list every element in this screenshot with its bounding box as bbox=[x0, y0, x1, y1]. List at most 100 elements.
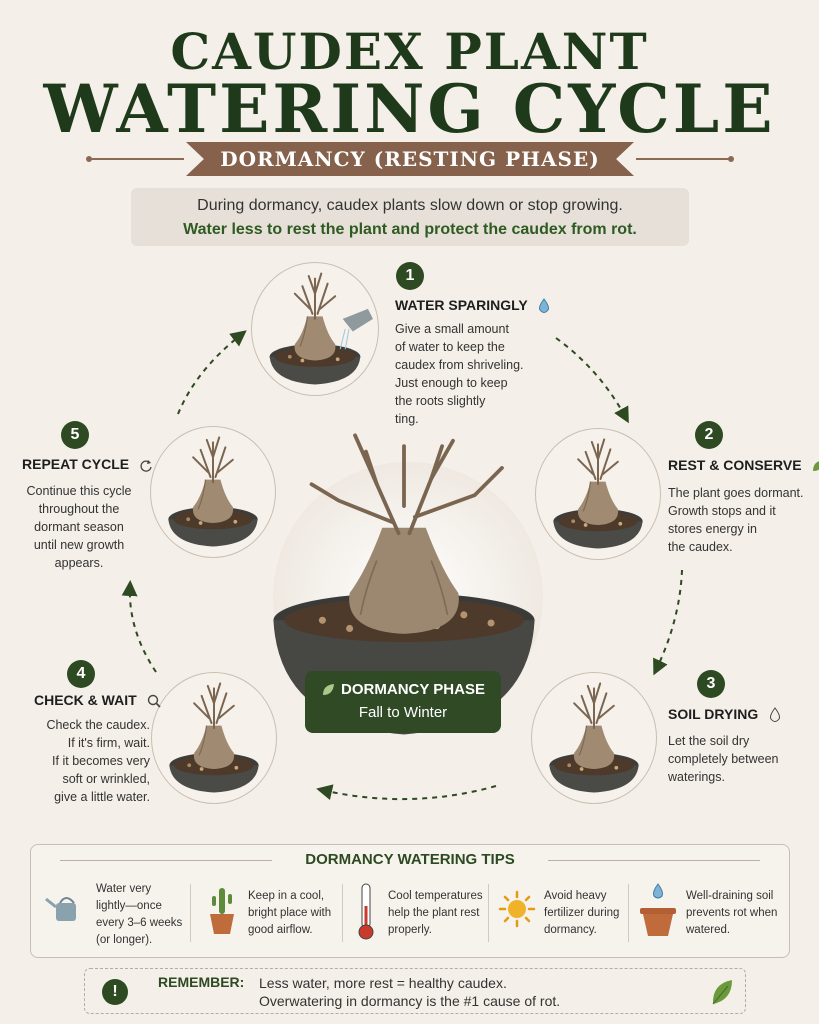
tip-divider bbox=[628, 884, 629, 942]
desc-line: Give a small amount bbox=[395, 322, 509, 336]
tips-title: DORMANCY WATERING TIPS bbox=[305, 851, 515, 868]
empty-drop-icon bbox=[770, 707, 781, 723]
step5-title: REPEAT CYCLE bbox=[22, 456, 153, 473]
step3-description: Let the soil dry completely between wate… bbox=[668, 732, 808, 786]
tips-rule-left bbox=[60, 860, 272, 861]
remember-line: Overwatering in dormancy is the #1 cause… bbox=[259, 993, 561, 1009]
desc-line: waterings. bbox=[668, 770, 725, 784]
magnifier-icon bbox=[147, 695, 161, 708]
step3-title-text: SOIL DRYING bbox=[668, 706, 759, 722]
cycle-icon bbox=[140, 460, 152, 473]
plant-image-step4 bbox=[151, 672, 277, 804]
step4-number: 4 bbox=[67, 660, 95, 688]
tip-divider bbox=[488, 884, 489, 942]
intro-text: During dormancy, caudex plants slow down… bbox=[197, 197, 623, 214]
tip-line: dormancy. bbox=[544, 924, 597, 936]
tip-line: every 3–6 weeks bbox=[96, 917, 183, 929]
tip-text-4: Avoid heavy fertilizer during dormancy. bbox=[544, 888, 628, 939]
leaf-icon bbox=[323, 684, 335, 696]
desc-line: caudex from shriveling. bbox=[395, 358, 524, 372]
cactus-pot-icon bbox=[210, 888, 234, 934]
subtitle-ribbon: DORMANCY (RESTING PHASE) bbox=[186, 142, 634, 176]
remember-box bbox=[84, 968, 746, 1014]
water-drop-icon bbox=[539, 298, 550, 314]
remember-text: Less water, more rest = healthy caudex. … bbox=[259, 974, 560, 1010]
page-title-line2: WATERING CYCLE bbox=[43, 70, 776, 148]
desc-line: give a little water. bbox=[54, 790, 150, 804]
tip-divider bbox=[342, 884, 343, 942]
desc-line: dormant season bbox=[34, 520, 124, 534]
sun-icon bbox=[498, 890, 536, 928]
thermometer-icon bbox=[358, 883, 374, 940]
step4-title: CHECK & WAIT bbox=[34, 692, 161, 708]
intro-highlight: Water less to rest the plant and protect… bbox=[183, 221, 637, 238]
step5-description: Continue this cycle throughout the dorma… bbox=[20, 482, 138, 572]
desc-line: Just enough to keep bbox=[395, 376, 508, 390]
desc-line: completely between bbox=[668, 752, 779, 766]
tip-line: bright place with bbox=[248, 907, 332, 919]
watering-can-icon bbox=[45, 897, 76, 921]
step4-description: Check the caudex. If it's firm, wait. If… bbox=[30, 716, 150, 806]
tip-text-5: Well-draining soil prevents rot when wat… bbox=[686, 888, 786, 939]
soil-pot-icon bbox=[640, 883, 676, 936]
tip-line: (or longer). bbox=[96, 934, 153, 946]
plant-image-step1 bbox=[251, 262, 379, 396]
leaf-icon bbox=[813, 461, 819, 472]
plant-image-step2 bbox=[535, 428, 661, 560]
phase-title: DORMANCY PHASE bbox=[305, 681, 501, 698]
phase-title-text: DORMANCY PHASE bbox=[341, 681, 485, 698]
step1-title-text: WATER SPARINGLY bbox=[395, 297, 528, 313]
tip-line: Water very bbox=[96, 883, 152, 895]
desc-line: throughout the bbox=[38, 502, 120, 516]
desc-line: stores energy in bbox=[668, 522, 757, 536]
exclamation-icon: ! bbox=[102, 979, 128, 1005]
divider-right bbox=[636, 158, 732, 160]
step1-description: Give a small amount of water to keep the… bbox=[395, 320, 545, 428]
tip-line: watered. bbox=[686, 924, 731, 936]
desc-line: appears. bbox=[54, 556, 104, 570]
desc-line: Growth stops and it bbox=[668, 504, 776, 518]
tip-text-2: Keep in a cool, bright place with good a… bbox=[248, 888, 348, 939]
tip-line: help the plant rest bbox=[388, 907, 480, 919]
remember-label: REMEMBER: bbox=[158, 974, 245, 990]
step1-number: 1 bbox=[396, 262, 424, 290]
desc-line: The plant goes dormant. bbox=[668, 486, 804, 500]
remember-line: Less water, more rest = healthy caudex. bbox=[259, 975, 507, 991]
desc-line: ting. bbox=[395, 412, 419, 426]
desc-line: the caudex. bbox=[668, 540, 733, 554]
step4-title-text: CHECK & WAIT bbox=[34, 692, 137, 708]
tip-text-1: Water very lightly—once every 3–6 weeks … bbox=[96, 881, 186, 949]
tip-line: properly. bbox=[388, 924, 432, 936]
step2-title-text: REST & CONSERVE bbox=[668, 457, 802, 473]
step2-description: The plant goes dormant. Growth stops and… bbox=[668, 484, 818, 556]
intro-box: During dormancy, caudex plants slow down… bbox=[131, 188, 689, 246]
divider-left bbox=[88, 158, 184, 160]
cycle-arrows bbox=[121, 330, 683, 801]
phase-badge: DORMANCY PHASE Fall to Winter bbox=[305, 671, 501, 733]
phase-season: Fall to Winter bbox=[358, 704, 448, 721]
tip-line: lightly—once bbox=[96, 900, 162, 912]
tip-line: Cool temperatures bbox=[388, 890, 483, 902]
desc-line: If it's firm, wait. bbox=[67, 736, 150, 750]
desc-line: the roots slightly bbox=[395, 394, 486, 408]
divider-dot bbox=[728, 156, 734, 162]
desc-line: Check the caudex. bbox=[46, 718, 150, 732]
tip-divider bbox=[190, 884, 191, 942]
step5-title-text: REPEAT CYCLE bbox=[22, 456, 130, 472]
tip-text-3: Cool temperatures help the plant rest pr… bbox=[388, 888, 498, 939]
tips-rule-right bbox=[548, 860, 760, 861]
desc-line: soft or wrinkled, bbox=[62, 772, 150, 786]
desc-line: If it becomes very bbox=[52, 754, 150, 768]
step3-number: 3 bbox=[697, 670, 725, 698]
step1-title: WATER SPARINGLY bbox=[395, 297, 551, 314]
desc-line: of water to keep the bbox=[395, 340, 505, 354]
tip-line: good airflow. bbox=[248, 924, 313, 936]
leaf-icon bbox=[712, 980, 732, 1005]
page-title-line1: CAUDEX PLANT bbox=[170, 22, 649, 81]
desc-line: Let the soil dry bbox=[668, 734, 750, 748]
step2-title: REST & CONSERVE bbox=[668, 457, 819, 473]
subtitle-text: DORMANCY (RESTING PHASE) bbox=[220, 147, 600, 171]
step2-number: 2 bbox=[695, 421, 723, 449]
tip-line: prevents rot when bbox=[686, 907, 778, 919]
tip-line: Keep in a cool, bbox=[248, 890, 325, 902]
